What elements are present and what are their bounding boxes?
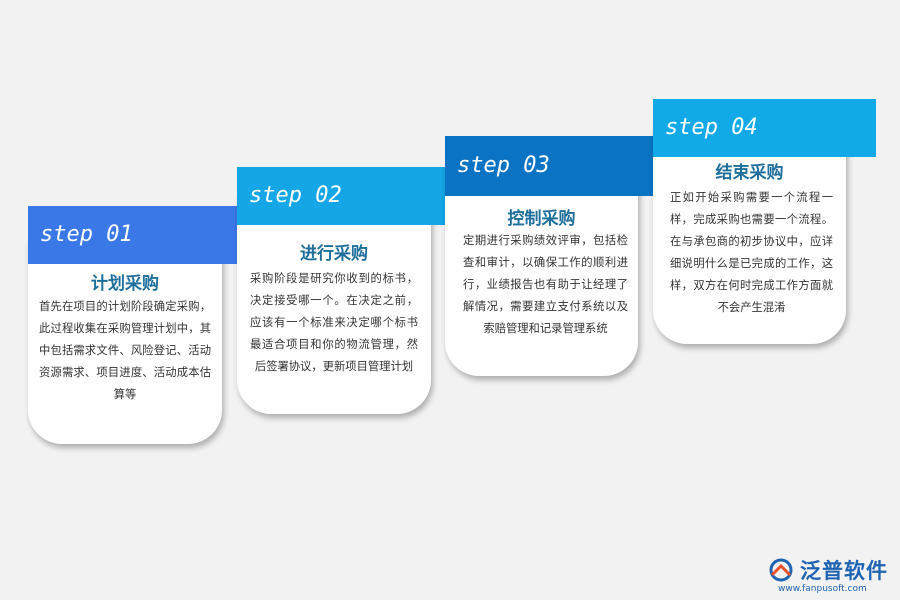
company-logo: 泛普软件 www.fanpusoft.com — [766, 555, 896, 597]
step-text-2: 采购阶段是研究你收到的标书，决定接受哪一个。在决定之前，应该有一个标准来决定哪个… — [250, 272, 418, 373]
step-title-1: 计划采购 — [91, 274, 159, 294]
step-banner-2: step 02 — [237, 167, 461, 225]
step-card-4: 结束采购 正如开始采购需要一个流程一样，完成采购也需要一个流程。在与承包商的初步… — [653, 126, 846, 344]
step-card-3: 控制采购 定期进行采购绩效评审，包括检查和审计，以确保工作的顺利进行，业绩报告也… — [445, 160, 638, 376]
step-banner-1: step 01 — [28, 206, 252, 264]
logo-name: 泛普软件 — [800, 559, 888, 583]
step-label-2: step 02 — [249, 183, 342, 208]
logo-mark-icon — [769, 558, 793, 582]
step-label-3: step 03 — [457, 153, 550, 178]
step-label-4: step 04 — [665, 115, 758, 140]
step-card-2: 进行采购 采购阶段是研究你收到的标书，决定接受哪一个。在决定之前，应该有一个标准… — [237, 196, 431, 414]
step-text-3: 定期进行采购绩效评审，包括检查和审计，以确保工作的顺利进行，业绩报告也有助于让经… — [463, 234, 628, 335]
step-text-4: 正如开始采购需要一个流程一样，完成采购也需要一个流程。在与承包商的初步协议中，应… — [670, 191, 833, 314]
step-banner-4: step 04 — [653, 99, 876, 157]
step-title-3: 控制采购 — [507, 209, 576, 229]
step-label-1: step 01 — [40, 222, 133, 247]
step-title-2: 进行采购 — [300, 244, 368, 264]
step-text-1: 首先在项目的计划阶段确定采购，此过程收集在采购管理计划中，其中包括需求文件、风险… — [39, 300, 211, 401]
step-title-4: 结束采购 — [715, 163, 784, 183]
step-banner-3: step 03 — [445, 136, 669, 196]
step-card-1: 计划采购 首先在项目的计划阶段确定采购，此过程收集在采购管理计划中，其中包括需求… — [28, 238, 222, 444]
logo-url: www.fanpusoft.com — [778, 584, 867, 594]
